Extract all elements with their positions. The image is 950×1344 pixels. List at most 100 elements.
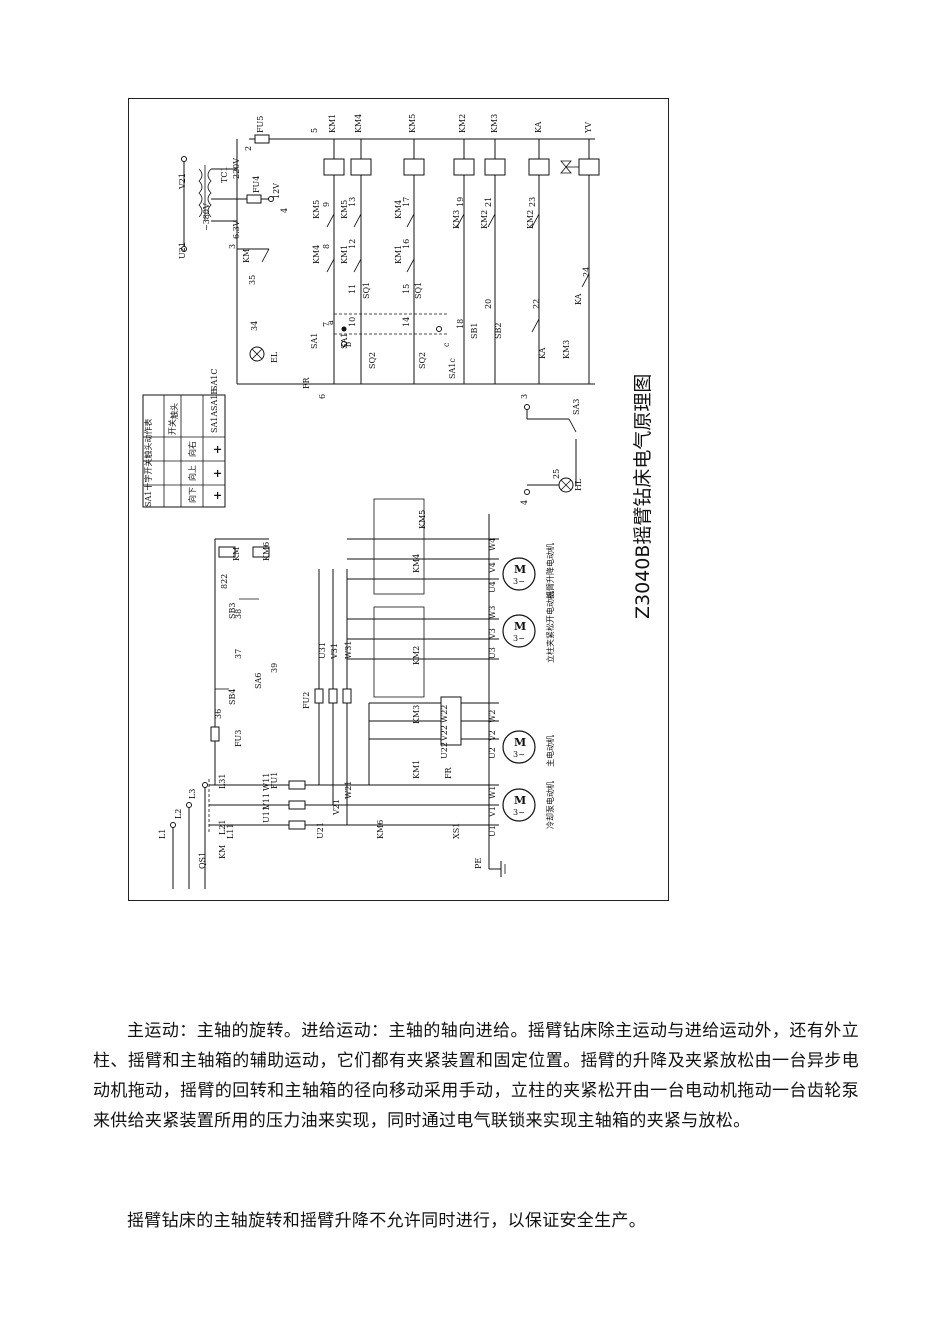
terminal-label: V2 — [488, 730, 497, 742]
table-corner-top: 开关 — [167, 419, 177, 435]
power-label: FU1 — [270, 772, 279, 789]
node-label: 16 — [402, 239, 411, 249]
terminal-label: W4 — [488, 538, 497, 551]
coil-label: KM1 — [328, 114, 337, 133]
svg-text:3~: 3~ — [513, 808, 525, 817]
contact-label: SB1 — [470, 323, 479, 339]
power-label: U11 — [262, 806, 271, 823]
power-label: QS1 — [198, 852, 207, 869]
power-label: KM2 — [412, 646, 421, 665]
power-label: KM3 — [412, 705, 421, 724]
terminal-label: U2 — [488, 747, 497, 759]
power-label: L2 — [174, 809, 183, 819]
coil-label: KM5 — [408, 114, 417, 133]
table-header: 向下 — [187, 487, 197, 503]
terminal-label: W2 — [488, 710, 497, 723]
terminal-label: V1 — [488, 806, 497, 818]
node-label: 10 — [348, 317, 357, 327]
schematic-figure: Z3040B摇臂钻床电气原理图 — [128, 98, 669, 901]
node-label: 36 — [214, 709, 223, 719]
power-label: SA6 — [254, 673, 263, 689]
power-label: L11 — [226, 824, 235, 840]
coil-label: KM3 — [490, 114, 499, 133]
table-mark: + — [213, 467, 222, 480]
transformer-label: 220V — [232, 158, 241, 179]
node-label: 13 — [348, 197, 357, 207]
contact-label: KM3 — [562, 340, 571, 359]
svg-text:M: M — [514, 620, 526, 633]
contact-label: KM4 — [394, 200, 403, 219]
node-label: 20 — [484, 299, 493, 309]
node-label: 24 — [582, 267, 591, 277]
table-corner-bottom: 触头 — [169, 403, 179, 419]
transformer-label: 4 — [280, 208, 289, 213]
power-label: L31 — [218, 774, 227, 790]
coil-label: KM4 — [354, 114, 363, 133]
motor-name: 摇臂升降电动机 — [545, 543, 555, 599]
power-label: U21 — [316, 822, 325, 839]
node-label: 8 — [322, 244, 331, 249]
contact-label: KM — [242, 249, 251, 263]
power-label: KM6 — [376, 820, 385, 839]
node-label: 21 — [484, 197, 493, 207]
power-label: XS1 — [452, 823, 461, 839]
table-header: 向上 — [187, 465, 197, 481]
contact-label: SA1 — [340, 333, 349, 349]
node-label: 11 — [348, 284, 357, 294]
node-label: 15 — [402, 284, 411, 294]
power-label: V21 — [332, 799, 341, 816]
schematic-title: Z3040B摇臂钻床电气原理图 — [632, 374, 654, 619]
transformer-label: 2 — [244, 146, 253, 151]
power-label: KM — [232, 547, 241, 561]
contact-label: SQ1 — [362, 282, 371, 299]
contact-label: SQ2 — [418, 352, 427, 369]
table-row-label: SA1C — [210, 369, 219, 391]
transformer-label: V21 — [178, 173, 187, 190]
terminal-label: V22 — [440, 725, 449, 742]
contact-label: EL — [270, 351, 279, 363]
transformer-label: ~380V — [202, 203, 211, 231]
motor-m4: M 3~ 摇臂升降电动机 — [502, 543, 555, 599]
motor-m1: M 3~ 冷却泵电动机 — [502, 781, 555, 829]
contact-label: KM4 — [312, 245, 321, 264]
contact-label: SQ2 — [368, 352, 377, 369]
table-caption: SA1十字开关触头动作表 — [143, 419, 153, 507]
contact-label: b — [344, 342, 353, 347]
contact-label: KM2 — [480, 210, 489, 229]
transformer-label: 3 — [228, 244, 237, 249]
transformer-label: 6.3V — [232, 220, 241, 239]
power-circuit — [170, 498, 499, 889]
contact-label: HL — [574, 478, 583, 491]
contact-label: KM3 — [452, 210, 461, 229]
terminal-label: W22 — [440, 705, 449, 723]
svg-text:M: M — [514, 736, 526, 749]
coil-label: KA — [534, 121, 543, 133]
node-label: 39 — [270, 663, 279, 673]
node-label: 19 — [456, 197, 465, 207]
power-label: SB3 — [228, 603, 237, 619]
power-label: L1 — [158, 829, 167, 839]
contact-label: SB2 — [494, 323, 503, 339]
power-label: L3 — [188, 789, 197, 799]
motor-m2: M 3~ 主电动机 — [502, 730, 555, 767]
contact-label: KA — [538, 347, 547, 359]
power-label: W21 — [344, 781, 353, 799]
contact-label: KM5 — [312, 200, 321, 219]
node-label: 38 — [234, 609, 243, 619]
svg-text:M: M — [514, 563, 526, 576]
power-label: FR — [444, 766, 453, 779]
node-label: 34 — [250, 321, 259, 331]
node-label: 23 — [528, 197, 537, 207]
motor-name: 主电动机 — [545, 735, 555, 767]
contact-label: a — [326, 320, 335, 325]
power-label: FU3 — [234, 730, 243, 747]
contact-label: SA3 — [572, 399, 581, 415]
node-label: 18 — [456, 319, 465, 329]
terminal-label: W3 — [488, 606, 497, 619]
node-label: 25 — [552, 469, 561, 479]
ground-symbol — [489, 861, 506, 877]
node-label: 3 — [520, 394, 529, 399]
power-label: U31 — [318, 642, 327, 659]
node-label: 7 — [322, 322, 331, 327]
svg-text:M: M — [514, 794, 526, 807]
